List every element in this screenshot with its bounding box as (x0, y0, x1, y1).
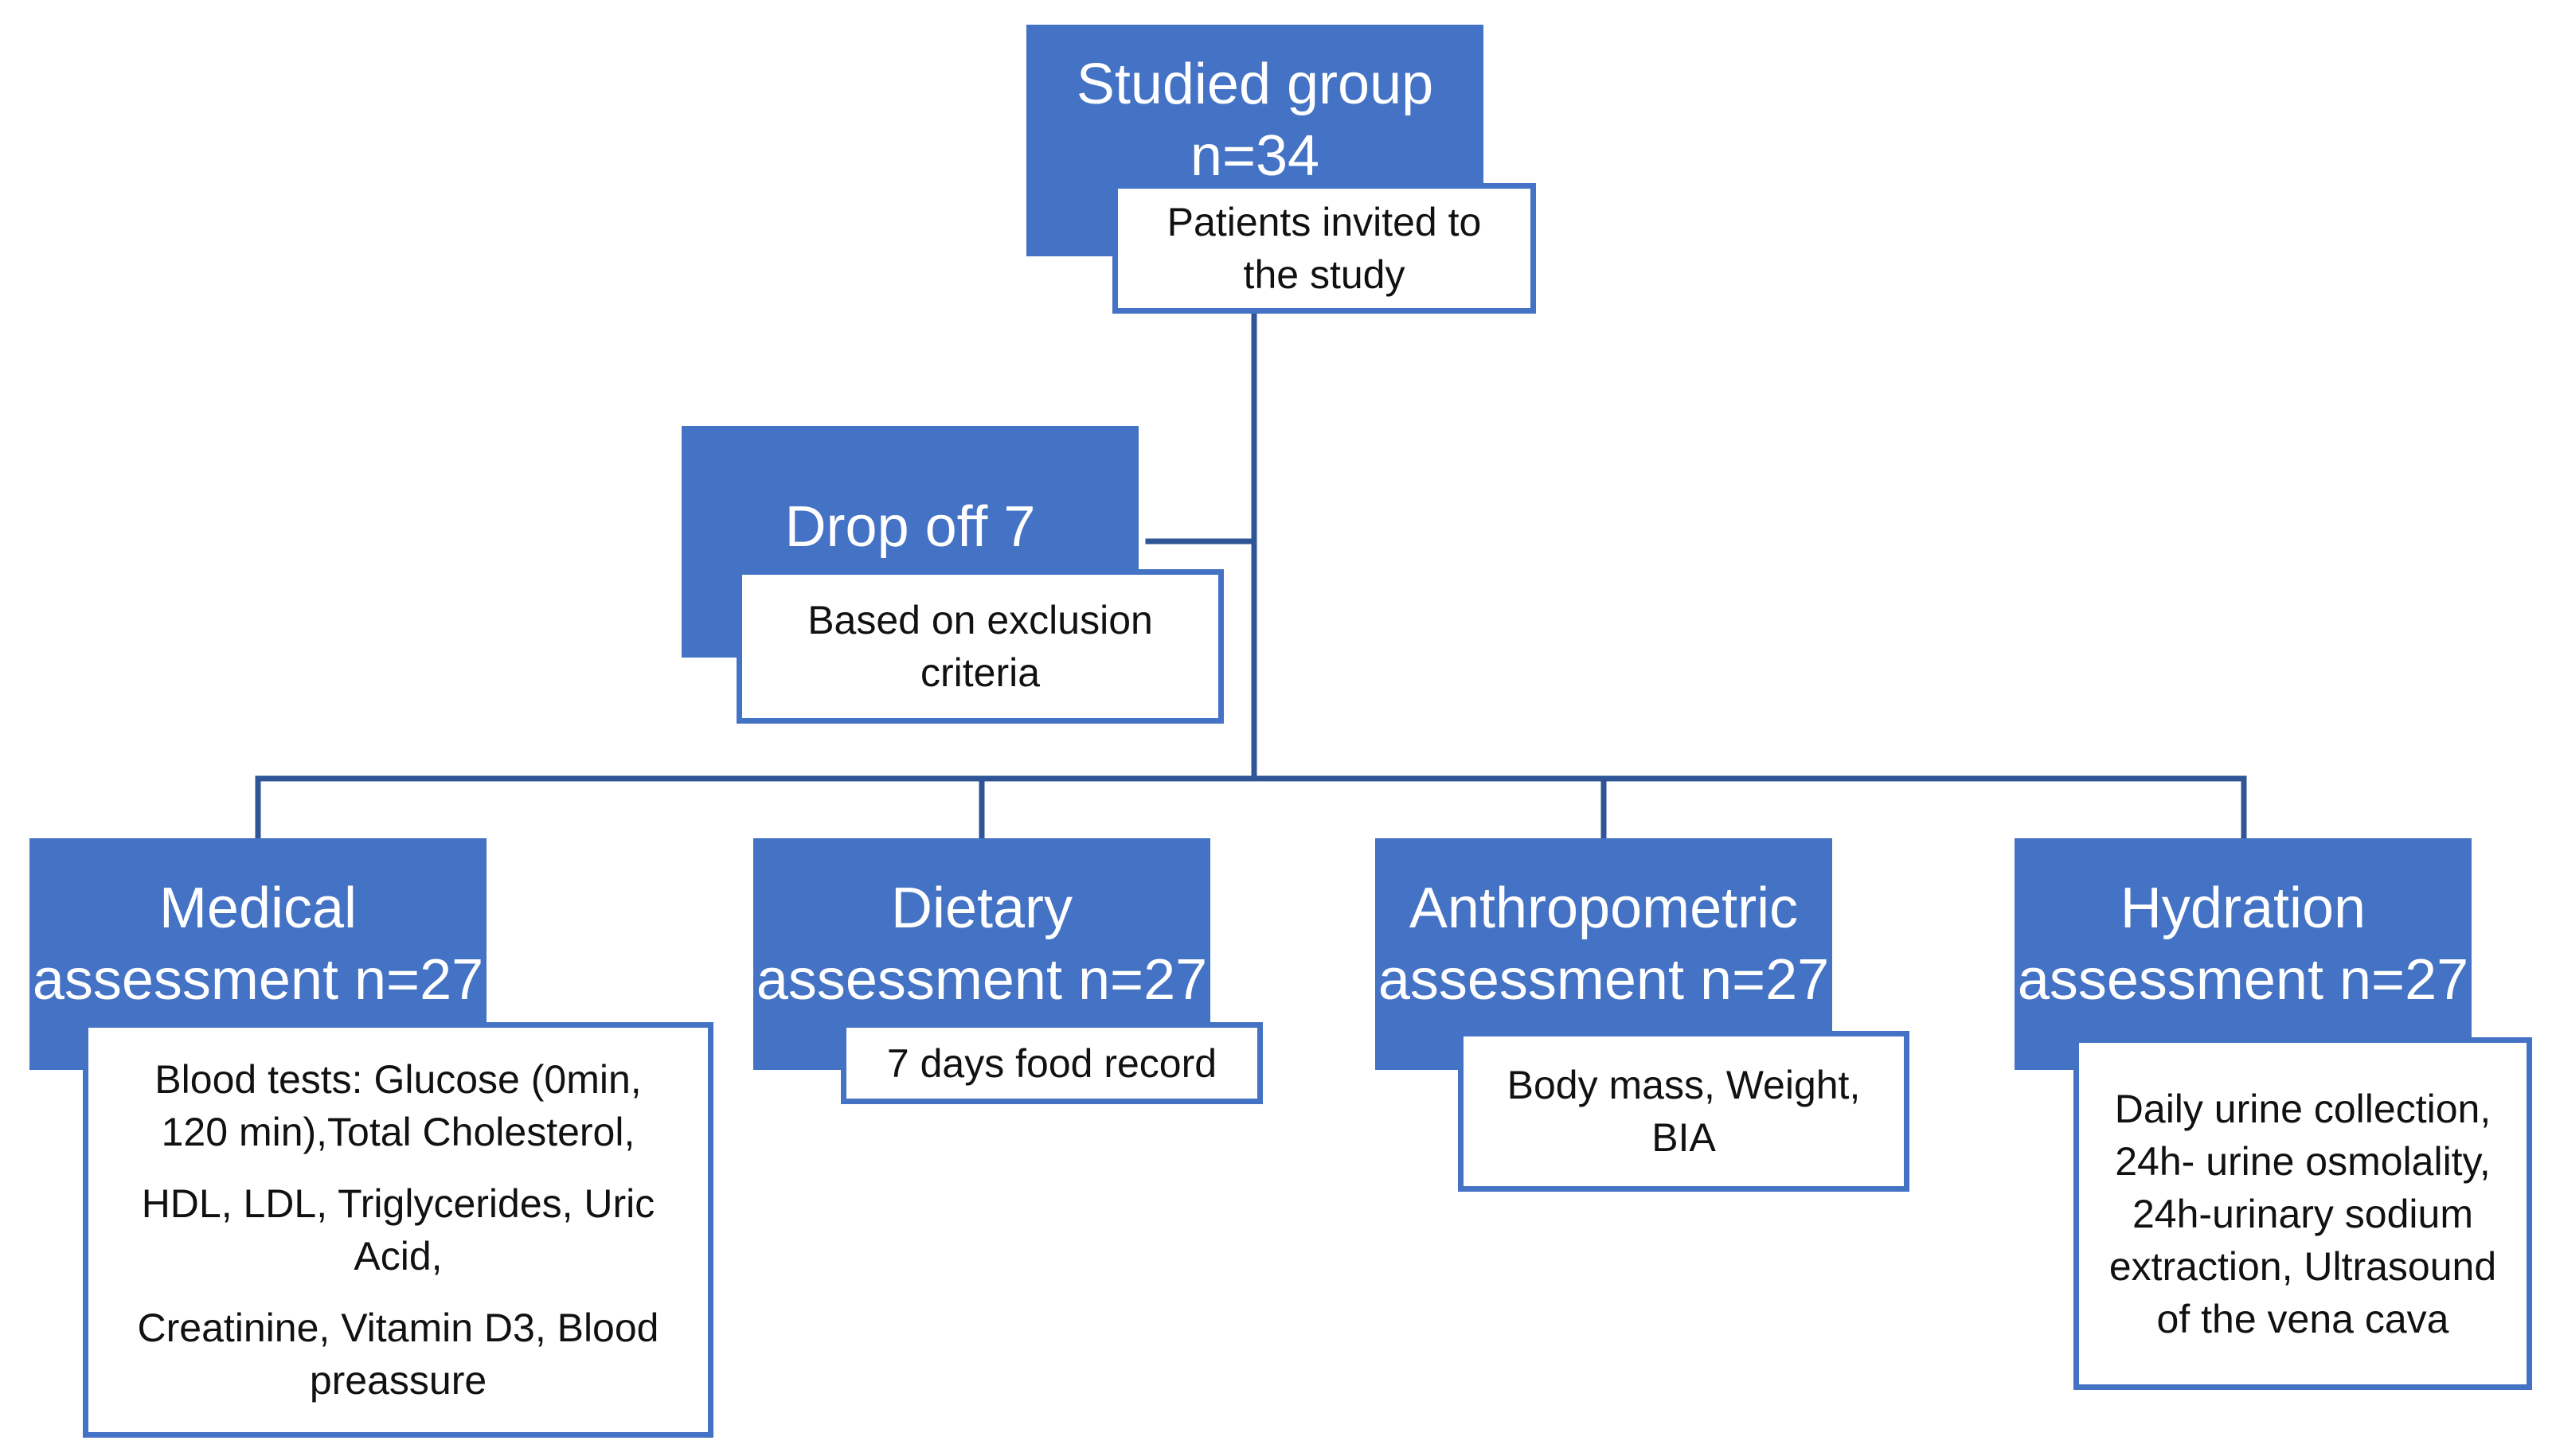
hydration-note-line-4: extraction, Ultrasound (2108, 1243, 2497, 1289)
anthropometric-note-line-2: BIA (1651, 1115, 1716, 1160)
hydration-note-line-1: Daily urine collection, (2114, 1086, 2491, 1131)
studied-group-note-line-2: the study (1243, 252, 1405, 297)
studied-group-note-line-1: Patients invited to (1167, 200, 1482, 244)
studied-group-title-line-2: n=34 (1190, 124, 1320, 188)
medical-note-line-2: 120 min),Total Cholesterol, (161, 1110, 635, 1154)
anthropometric-title-line-1: Anthropometric (1409, 876, 1799, 940)
medical-note-line-1: Blood tests: Glucose (0min, (154, 1057, 642, 1102)
dietary-assessment-note: 7 days food record (841, 1022, 1263, 1104)
studied-group-note: Patients invited to the study (1112, 183, 1536, 314)
dietary-title-line-1: Dietary (890, 876, 1073, 940)
medical-title-line-2: assessment n=27 (32, 948, 484, 1012)
hydration-assessment-note: Daily urine collection, 24h- urine osmol… (2073, 1037, 2532, 1390)
hydration-assessment-box: Hydration assessment n=27 (2015, 838, 2472, 1070)
hydration-note-line-5: of the vena cava (2156, 1296, 2449, 1341)
hydration-title-line-2: assessment n=27 (2017, 948, 2469, 1012)
dropoff-title: Drop off 7 (784, 495, 1036, 559)
medical-note-line-5: Creatinine, Vitamin D3, Blood (137, 1306, 659, 1350)
medical-title-line-1: Medical (158, 876, 358, 940)
anthropometric-assessment-note: Body mass, Weight, BIA (1458, 1031, 1909, 1192)
dropoff-note-line-2: criteria (920, 650, 1041, 695)
hydration-title-line-1: Hydration (2120, 876, 2366, 940)
medical-assessment-note: Blood tests: Glucose (0min, 120 min),Tot… (83, 1022, 713, 1438)
hydration-note-line-3: 24h-urinary sodium (2132, 1191, 2473, 1236)
medical-note-line-3: HDL, LDL, Triglycerides, Uric (141, 1181, 655, 1226)
anthropometric-note-line-1: Body mass, Weight, (1507, 1063, 1861, 1107)
anthropometric-title-line-2: assessment n=27 (1378, 948, 1830, 1012)
hydration-note-line-2: 24h- urine osmolality, (2115, 1138, 2491, 1184)
studied-group-title-line-1: Studied group (1076, 53, 1434, 116)
medical-note-line-4: Acid, (354, 1234, 443, 1278)
dropoff-note-line-1: Based on exclusion (807, 598, 1153, 642)
dietary-note-line-1: 7 days food record (886, 1040, 1217, 1086)
dropoff-note: Based on exclusion criteria (737, 569, 1224, 724)
dietary-title-line-2: assessment n=27 (756, 948, 1208, 1012)
medical-note-line-6: preassure (309, 1358, 487, 1403)
